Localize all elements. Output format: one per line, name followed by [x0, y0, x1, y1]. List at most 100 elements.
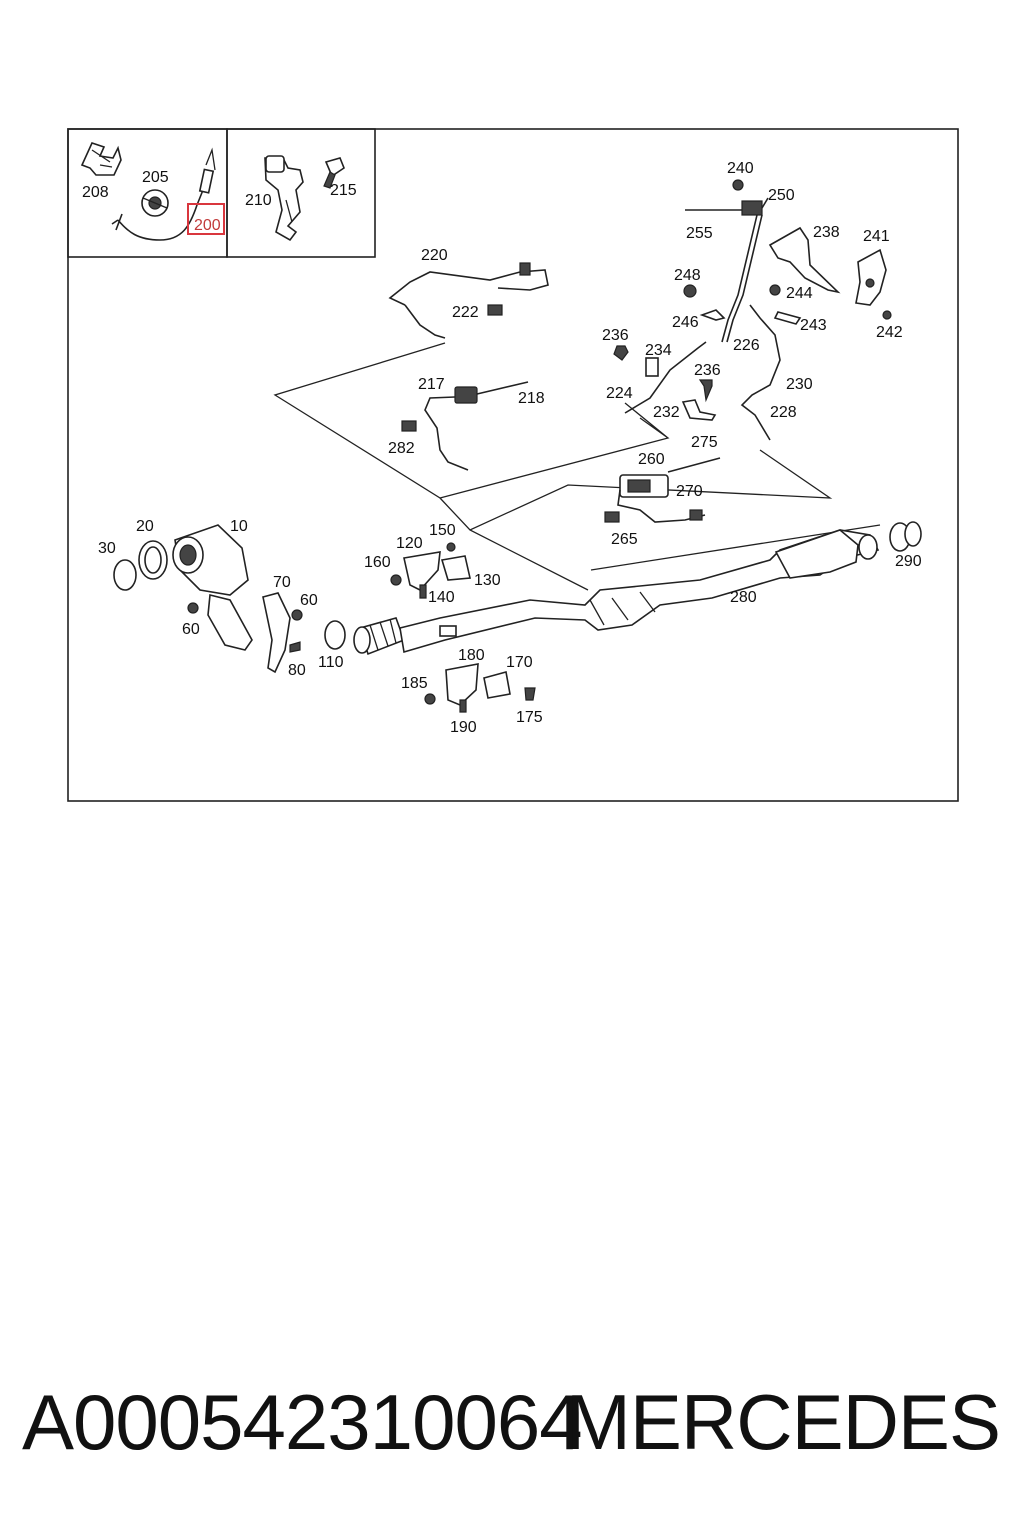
label-260: 260 — [638, 451, 665, 468]
label-30: 30 — [98, 540, 116, 557]
part-180-bracket[interactable] — [445, 663, 479, 706]
label-232: 232 — [653, 404, 680, 421]
label-250: 250 — [768, 187, 795, 204]
part-110-clamp[interactable] — [324, 620, 346, 650]
label-175: 175 — [516, 709, 543, 726]
part-242-nut[interactable] — [882, 310, 892, 320]
footer: A000542310064 MERCEDES — [0, 1372, 1024, 1482]
part-200-o2-sensor[interactable] — [111, 147, 216, 241]
exhaust-parts-diagram: 208 205 200 210 215 220 222 217 218 282 … — [67, 128, 959, 802]
part-232-clip[interactable] — [681, 399, 717, 421]
label-208: 208 — [82, 184, 109, 201]
part-270-sensor[interactable] — [617, 489, 706, 523]
part-244-nut[interactable] — [769, 284, 781, 296]
part-241-bracket[interactable] — [855, 248, 887, 306]
leader-lines — [273, 342, 881, 591]
part-290-clamp[interactable] — [889, 521, 922, 552]
label-265: 265 — [611, 531, 638, 548]
label-282: 282 — [388, 440, 415, 457]
part-210-bracket[interactable] — [264, 155, 304, 242]
part-243-clip[interactable] — [773, 311, 802, 325]
label-228: 228 — [770, 404, 797, 421]
part-215-bolt[interactable] — [323, 157, 345, 189]
label-205: 205 — [142, 169, 169, 186]
part-217-temp-sensor[interactable] — [424, 381, 529, 471]
part-175-bolt[interactable] — [524, 687, 536, 701]
label-80: 80 — [288, 662, 306, 679]
label-215: 215 — [330, 182, 357, 199]
label-255: 255 — [686, 225, 713, 242]
part-120-bracket[interactable] — [403, 551, 441, 591]
label-20: 20 — [136, 518, 154, 535]
part-248-grommet[interactable] — [683, 284, 697, 298]
part-220-temp-sensor[interactable] — [388, 262, 549, 339]
part-234-bracket[interactable] — [645, 357, 659, 377]
part-228-pipe[interactable] — [740, 304, 781, 441]
label-185: 185 — [401, 675, 428, 692]
label-242: 242 — [876, 324, 903, 341]
label-224: 224 — [606, 385, 633, 402]
part-160-nut[interactable] — [390, 574, 402, 586]
label-217: 217 — [418, 376, 445, 393]
label-290: 290 — [895, 553, 922, 570]
part-10-catalyst[interactable] — [172, 524, 253, 651]
part-238-bracket[interactable] — [768, 226, 841, 294]
label-218: 218 — [518, 390, 545, 407]
label-180: 180 — [458, 647, 485, 664]
part-30-gasket[interactable] — [113, 559, 137, 591]
label-60b: 60 — [182, 621, 200, 638]
part-246-clip[interactable] — [699, 309, 726, 321]
label-248: 248 — [674, 267, 701, 284]
part-70-bracket[interactable] — [262, 592, 291, 674]
part-224-pipe[interactable] — [624, 341, 707, 414]
label-140: 140 — [428, 589, 455, 606]
part-236-bolt[interactable] — [613, 345, 713, 403]
part-150-nut[interactable] — [446, 542, 456, 552]
part-130-hanger[interactable] — [440, 555, 471, 581]
label-130: 130 — [474, 572, 501, 589]
part-190-bolt[interactable] — [459, 699, 467, 713]
label-240: 240 — [727, 160, 754, 177]
part-205-grommet[interactable] — [141, 189, 169, 217]
part-80-bolt[interactable] — [289, 641, 301, 653]
part-number: A000542310064 — [22, 1378, 583, 1466]
part-20-clamp[interactable] — [138, 540, 168, 580]
part-185-nut[interactable] — [424, 693, 436, 705]
label-170: 170 — [506, 654, 533, 671]
part-flex-pipe[interactable] — [353, 617, 406, 656]
highlight-box-200[interactable] — [187, 203, 225, 235]
label-160: 160 — [364, 554, 391, 571]
label-200: 200 — [194, 217, 221, 234]
label-238: 238 — [813, 224, 840, 241]
part-282-clip[interactable] — [401, 420, 417, 432]
part-222-clip[interactable] — [487, 304, 503, 316]
part-226-pipe[interactable] — [721, 214, 763, 343]
label-275: 275 — [691, 434, 718, 451]
label-230: 230 — [786, 376, 813, 393]
part-260-module[interactable] — [619, 474, 669, 498]
part-280-exhaust-pipe[interactable] — [399, 529, 880, 654]
brand-name: MERCEDES — [565, 1378, 1001, 1466]
part-250-sensor[interactable] — [741, 197, 769, 216]
label-246: 246 — [672, 314, 699, 331]
label-110: 110 — [318, 654, 344, 671]
label-236b: 236 — [694, 362, 721, 379]
label-226: 226 — [733, 337, 760, 354]
label-241: 241 — [863, 228, 890, 245]
label-120: 120 — [396, 535, 423, 552]
part-240-nut[interactable] — [732, 179, 744, 191]
part-60-nut[interactable] — [187, 602, 303, 621]
inset-box-bracket — [226, 128, 376, 258]
part-208-clip[interactable] — [80, 142, 122, 176]
label-236a: 236 — [602, 327, 629, 344]
part-275-wire[interactable] — [667, 457, 721, 473]
label-220: 220 — [421, 247, 448, 264]
part-170-hanger[interactable] — [483, 670, 511, 699]
label-210: 210 — [245, 192, 272, 209]
part-265-clip[interactable] — [604, 511, 620, 523]
part-140-bolt[interactable] — [419, 584, 427, 599]
label-270: 270 — [676, 483, 703, 500]
label-150: 150 — [429, 522, 456, 539]
label-244: 244 — [786, 285, 813, 302]
label-234: 234 — [645, 342, 672, 359]
